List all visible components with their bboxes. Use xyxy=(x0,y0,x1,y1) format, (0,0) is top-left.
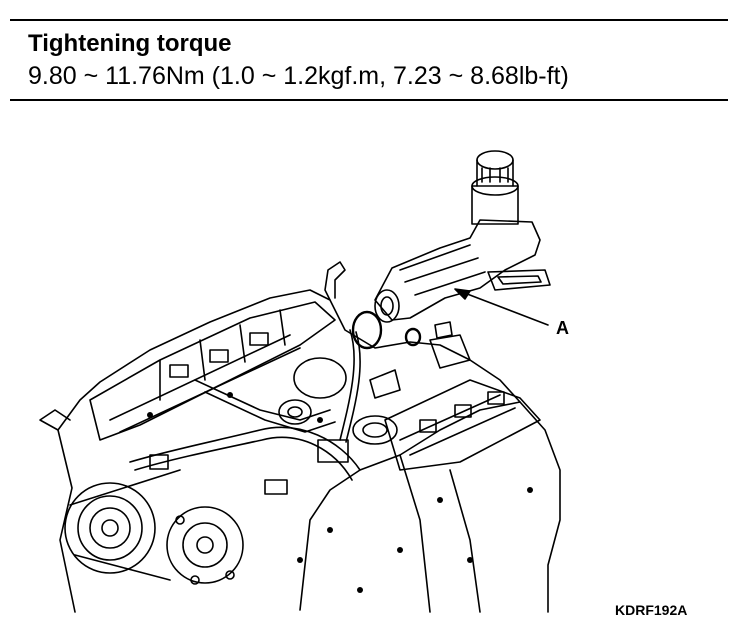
center-components xyxy=(278,357,401,445)
accessory-pulley xyxy=(166,506,244,585)
engine-diagram xyxy=(39,150,561,613)
small-fitting xyxy=(434,321,453,339)
o-ring xyxy=(351,310,422,350)
oil-filter-housing xyxy=(374,150,541,323)
figure-code: KDRF192A xyxy=(615,602,688,618)
callout-label-a: A xyxy=(556,318,569,338)
crank-pulley xyxy=(64,482,156,574)
torque-spec: 9.80 ~ 11.76Nm (1.0 ~ 1.2kgf.m, 7.23 ~ 8… xyxy=(28,62,569,90)
top-rule xyxy=(10,19,728,21)
bolts xyxy=(147,392,533,593)
engine-block xyxy=(39,289,561,613)
housing-gasket xyxy=(487,269,551,291)
left-cylinder-head xyxy=(89,301,336,441)
drive-belt xyxy=(69,469,181,581)
callout-arrow xyxy=(454,288,549,326)
torque-title: Tightening torque xyxy=(28,30,232,57)
right-cylinder-head xyxy=(384,334,541,471)
wiring-harness xyxy=(129,329,361,495)
dipstick-tube xyxy=(324,261,346,301)
header-bottom-rule xyxy=(10,99,728,101)
